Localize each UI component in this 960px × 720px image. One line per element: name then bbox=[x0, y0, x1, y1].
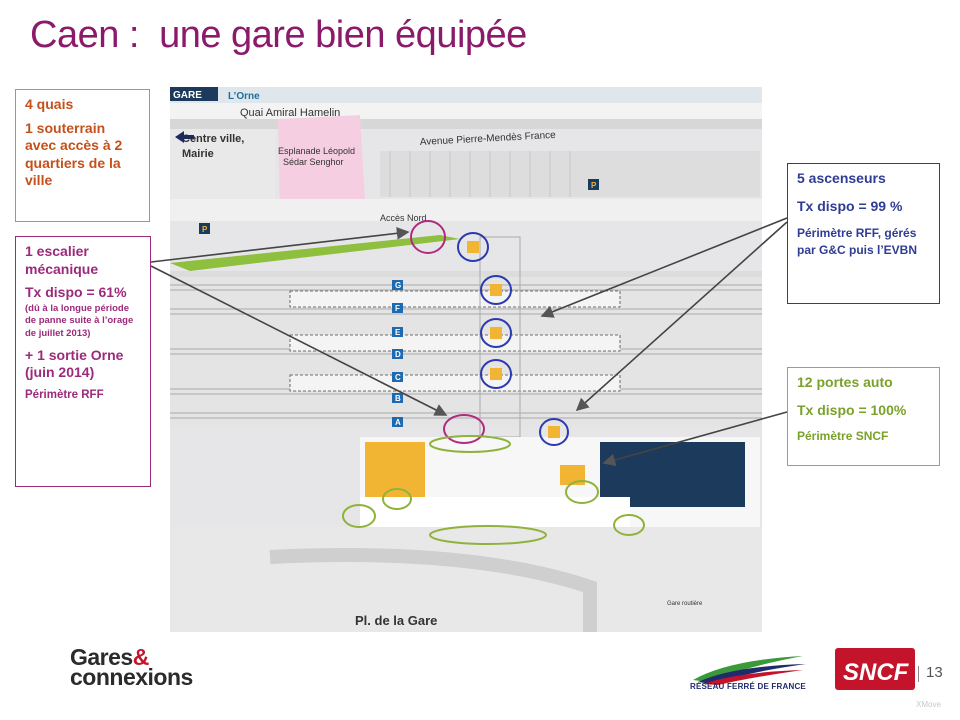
map-label-gare-routiere: Gare routière bbox=[667, 601, 703, 607]
page-title: Caen : une gare bien équipée bbox=[30, 14, 527, 56]
platform-letter-g: G bbox=[395, 281, 401, 290]
map-label-centre-2: Mairie bbox=[182, 148, 214, 160]
rff-logo bbox=[693, 656, 806, 685]
arrow-left-icon bbox=[175, 131, 194, 143]
ascenseurs-count: 5 ascenseurs bbox=[797, 170, 886, 186]
page-number: 13 bbox=[918, 664, 943, 682]
escalier-note: (dû à la longue période de panne suite à… bbox=[25, 302, 134, 340]
map-label-orne: L’Orne bbox=[228, 91, 260, 102]
callout-ascenseurs: 5 ascenseurs Tx dispo = 99 % Périmètre R… bbox=[787, 163, 940, 304]
footer-small-text: XMove bbox=[916, 700, 941, 709]
callout-quais: 4 quais 1 souterrain avec accès à 2 quar… bbox=[15, 89, 150, 222]
ascenseurs-dispo: Tx dispo = 99 % bbox=[797, 197, 903, 214]
platform-letter-d: D bbox=[395, 350, 401, 359]
platform-letter-b: B bbox=[395, 394, 401, 403]
map-label-centre-1: Centre ville, bbox=[182, 133, 244, 145]
station-map: GARE L’Orne Quai Amiral Hamelin Esplanad… bbox=[170, 87, 762, 632]
platform-letter-f: F bbox=[395, 304, 400, 313]
platform-letter-e: E bbox=[395, 328, 401, 337]
map-label-quai: Quai Amiral Hamelin bbox=[240, 107, 340, 119]
gares-connexions-logo: Gares& connexions bbox=[70, 644, 193, 690]
parking-icon: P bbox=[202, 225, 208, 234]
portes-count: 12 portes auto bbox=[797, 374, 893, 390]
parking-icon: P bbox=[591, 181, 597, 190]
map-label-acces-nord: Accès Nord bbox=[380, 213, 427, 223]
map-label-esplanade-1: Esplanade Léopold bbox=[278, 146, 355, 156]
sncf-logo: SNCF bbox=[835, 648, 915, 690]
callout-portes: 12 portes auto Tx dispo = 100% Périmètre… bbox=[787, 367, 940, 466]
portes-perimetre: Périmètre SNCF bbox=[797, 429, 889, 443]
souterrain-info: 1 souterrain avec accès à 2 quartiers de… bbox=[25, 119, 123, 189]
escalier-sortie: + 1 sortie Orne (juin 2014) bbox=[25, 346, 124, 381]
quais-count: 4 quais bbox=[25, 96, 74, 112]
escalier-count: 1 escalier mécanique bbox=[25, 243, 99, 277]
rff-logo-text: RÉSEAU FERRÉ DE FRANCE bbox=[690, 682, 806, 691]
map-label-place: Pl. de la Gare bbox=[355, 613, 437, 628]
elevator-markers bbox=[457, 232, 569, 446]
map-label-esplanade-2: Sédar Senghor bbox=[283, 157, 344, 167]
platform-letter-c: C bbox=[395, 373, 401, 382]
sncf-logo-text: SNCF bbox=[843, 659, 910, 686]
platform-letter-a: A bbox=[395, 418, 401, 427]
portes-dispo: Tx dispo = 100% bbox=[797, 401, 907, 418]
callout-escalier: 1 escalier mécanique Tx dispo = 61% (dû … bbox=[15, 236, 151, 487]
escalier-perimetre: Périmètre RFF bbox=[25, 388, 104, 401]
map-label-gare: GARE bbox=[173, 90, 202, 101]
escalier-dispo: Tx dispo = 61% bbox=[25, 284, 127, 300]
ascenseurs-perimetre: Périmètre RFF, gérés par G&C puis l’EVBN bbox=[797, 226, 918, 257]
